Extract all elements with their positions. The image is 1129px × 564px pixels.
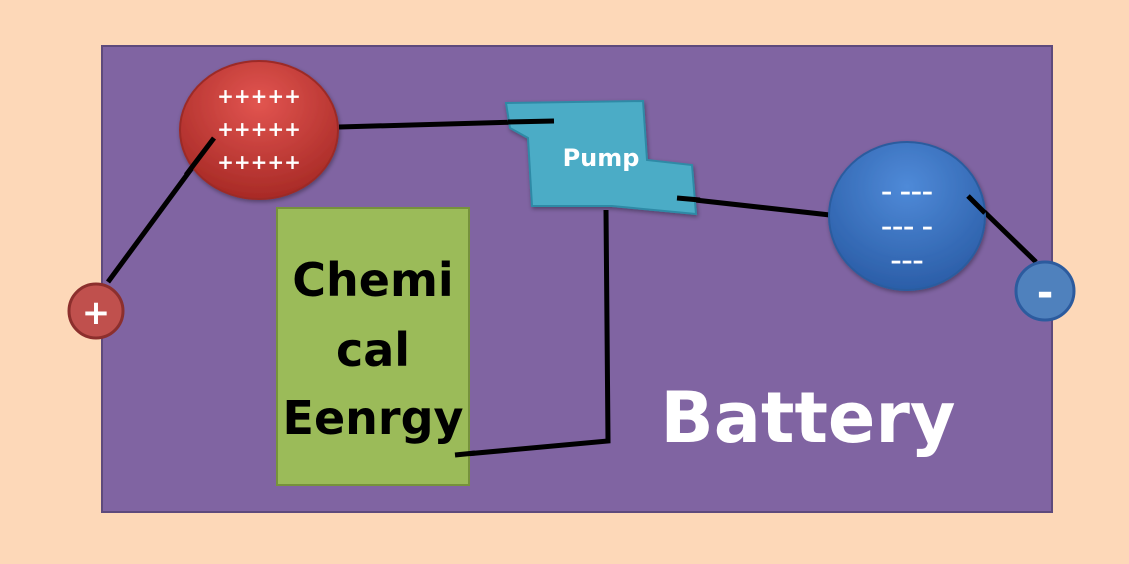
- negative-charge-row-2: ––– –: [881, 215, 933, 240]
- positive-charge-circle: [179, 60, 339, 200]
- wire-out-of-energy-box: [454, 450, 476, 458]
- battery-title: Battery: [660, 377, 955, 459]
- pump-label: Pump: [563, 144, 640, 172]
- negative-terminal-symbol: -: [1037, 270, 1054, 316]
- positive-charge-row-3: +++++: [217, 150, 301, 174]
- positive-charge-row-2: +++++: [217, 117, 301, 141]
- wire-out-of-negative-charge: [966, 194, 987, 215]
- wire-energy-to-pump: [454, 209, 611, 458]
- wire-pump-inlet: [507, 118, 555, 125]
- negative-charge-row-1: – –––: [881, 180, 933, 205]
- positive-charge-row-1: +++++: [217, 84, 301, 108]
- chemical-energy-label-line-2: cal: [336, 323, 410, 377]
- negative-charge-circle: [828, 141, 986, 291]
- pump-shape: [504, 99, 698, 216]
- positive-terminal: [67, 282, 125, 340]
- chemical-energy-box: [276, 207, 470, 486]
- chemical-energy-label-line-1: Chemi: [292, 253, 453, 307]
- wire-pump-outlet: [676, 195, 701, 203]
- chemical-energy-label-line-3: Eenrgy: [283, 391, 464, 445]
- wire-into-positive-charge: [184, 136, 216, 177]
- negative-charge-row-3: –––: [891, 249, 924, 274]
- wire-pump-to-negative-charge: [676, 195, 831, 218]
- negative-terminal: [1014, 260, 1076, 322]
- positive-terminal-symbol: +: [82, 293, 111, 333]
